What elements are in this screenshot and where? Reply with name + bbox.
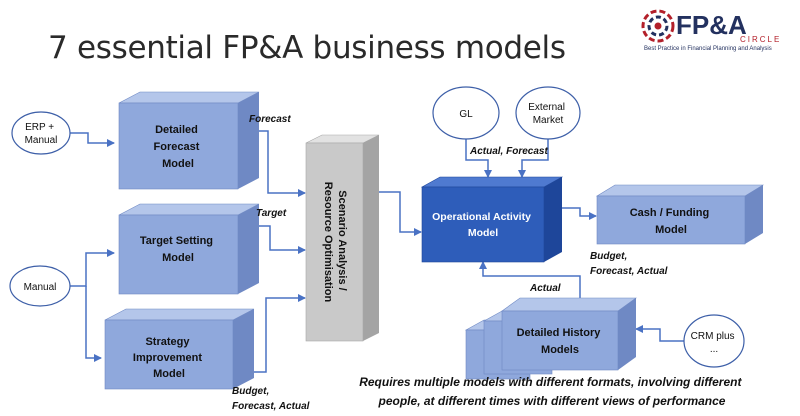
crm-label-1: CRM plus (691, 331, 735, 342)
forecast-model-line-2: Forecast (154, 141, 200, 153)
model-detailed-forecast: Detailed Forecast Model (118, 91, 260, 190)
arrow-scenario-to-operational (377, 191, 422, 236)
svg-text:Operational Activity M: Operational Activity Model (432, 211, 534, 239)
forecast-model-line-1: Detailed (155, 124, 198, 136)
strategy-out-line-1: Budget, (232, 386, 269, 397)
arrow-manual-to-target (70, 249, 115, 287)
arrow-history-to-operational (479, 261, 581, 298)
cash-line-2: Model (655, 224, 687, 236)
strategy-out-line-2: Forecast, Actual (232, 401, 310, 412)
strategy-model-line-3: Model (153, 368, 185, 380)
input-erp-manual: ERP + Manual (11, 111, 71, 155)
model-operational-activity: Operational Activity Model (420, 176, 564, 263)
svg-text:Target Setting Model: Target Setting Model (140, 235, 216, 264)
svg-text:Cash / Funding Model: Cash / Funding Model (630, 207, 713, 236)
scenario-line-2: Resource Optimisation (322, 182, 334, 303)
forecast-model-line-3: Model (162, 158, 194, 170)
history-front-box: Detailed History Models (501, 297, 637, 371)
arrow-crm-to-history (635, 325, 684, 342)
arrow-gl-to-operational (465, 139, 492, 178)
target-model-line-1: Target Setting (140, 235, 213, 247)
model-strategy-improvement: Strategy Improvement Model (104, 308, 255, 390)
arrow-forecast-to-scenario (259, 130, 306, 197)
model-cash-funding: Cash / Funding Model (595, 184, 765, 245)
cash-out-line-2: Forecast, Actual (590, 266, 668, 277)
svg-text:Requires multiple models with: Requires multiple models with different … (359, 375, 745, 408)
external-label-2: Market (533, 115, 564, 126)
svg-text:Strategy Improvement: Strategy Improvement Model (133, 336, 205, 380)
external-label-1: External (528, 102, 565, 113)
svg-text:ERP + Manual: ERP + Manual (25, 122, 58, 146)
connectors (70, 130, 684, 373)
input-external-market: External Market (515, 86, 581, 140)
flow-label-forecast: Forecast (249, 114, 291, 125)
history-line-1: Detailed History (517, 327, 602, 339)
fpa-circle-logo: FP&A CIRCLE Best Practice in Financial P… (641, 9, 781, 52)
operational-line-2: Model (468, 227, 498, 239)
flow-label-cash-out: Budget, Forecast, Actual (590, 251, 668, 277)
svg-text:Detailed History Mod: Detailed History Models (517, 327, 604, 356)
manual-label: Manual (24, 282, 57, 293)
input-manual: Manual (9, 265, 71, 307)
arrow-strategy-to-scenario (254, 294, 306, 373)
model-target-setting: Target Setting Model (118, 203, 260, 295)
logo-brand: FP&A (676, 10, 747, 40)
logo-globe-icon (641, 9, 675, 43)
strategy-model-line-2: Improvement (133, 352, 202, 364)
operational-line-1: Operational Activity (432, 211, 531, 223)
model-scenario-analysis: Scenario Analysis / Resource Optimisatio… (305, 134, 380, 342)
history-line-2: Models (541, 344, 579, 356)
logo-tagline: Best Practice in Financial Planning and … (644, 46, 772, 52)
svg-text:Scenario Analysis / Re: Scenario Analysis / Resource Optimisatio… (322, 182, 348, 303)
model-detailed-history-stack: Detailed History Models (464, 297, 637, 380)
erp-label-1: ERP + (25, 122, 54, 133)
cash-out-line-1: Budget, (590, 251, 627, 262)
cash-line-1: Cash / Funding (630, 207, 709, 219)
flow-label-strategy-out: Budget, Forecast, Actual (232, 386, 310, 412)
svg-text:Detailed Forecast: Detailed Forecast Model (154, 124, 203, 170)
svg-text:External Market: External Market (528, 102, 567, 126)
crm-label-2: ... (710, 344, 718, 355)
footnote-line-2: people, at different times with differen… (378, 394, 726, 408)
arrow-operational-to-cash (562, 207, 597, 220)
logo-sub: CIRCLE (740, 35, 781, 44)
strategy-model-line-1: Strategy (145, 336, 190, 348)
scenario-line-1: Scenario Analysis / (336, 190, 348, 290)
input-gl: GL (432, 86, 500, 140)
flow-label-actual: Actual (529, 283, 561, 294)
target-model-line-2: Model (162, 252, 194, 264)
arrow-target-to-scenario (259, 225, 306, 254)
flow-label-target: Target (256, 208, 287, 219)
arrow-external-to-operational (518, 139, 549, 178)
arrow-erp-to-forecast (70, 132, 115, 147)
arrow-manual-to-strategy (85, 286, 102, 362)
input-crm-plus: CRM plus ... (683, 314, 745, 368)
footnote-line-1: Requires multiple models with different … (359, 375, 742, 389)
svg-text:CRM plus ...: CRM plus ... (691, 331, 738, 355)
flow-label-actual-forecast: Actual, Forecast (469, 146, 548, 157)
erp-label-2: Manual (25, 135, 58, 146)
page-title: 7 essential FP&A business models (48, 30, 566, 66)
gl-label: GL (459, 109, 473, 120)
